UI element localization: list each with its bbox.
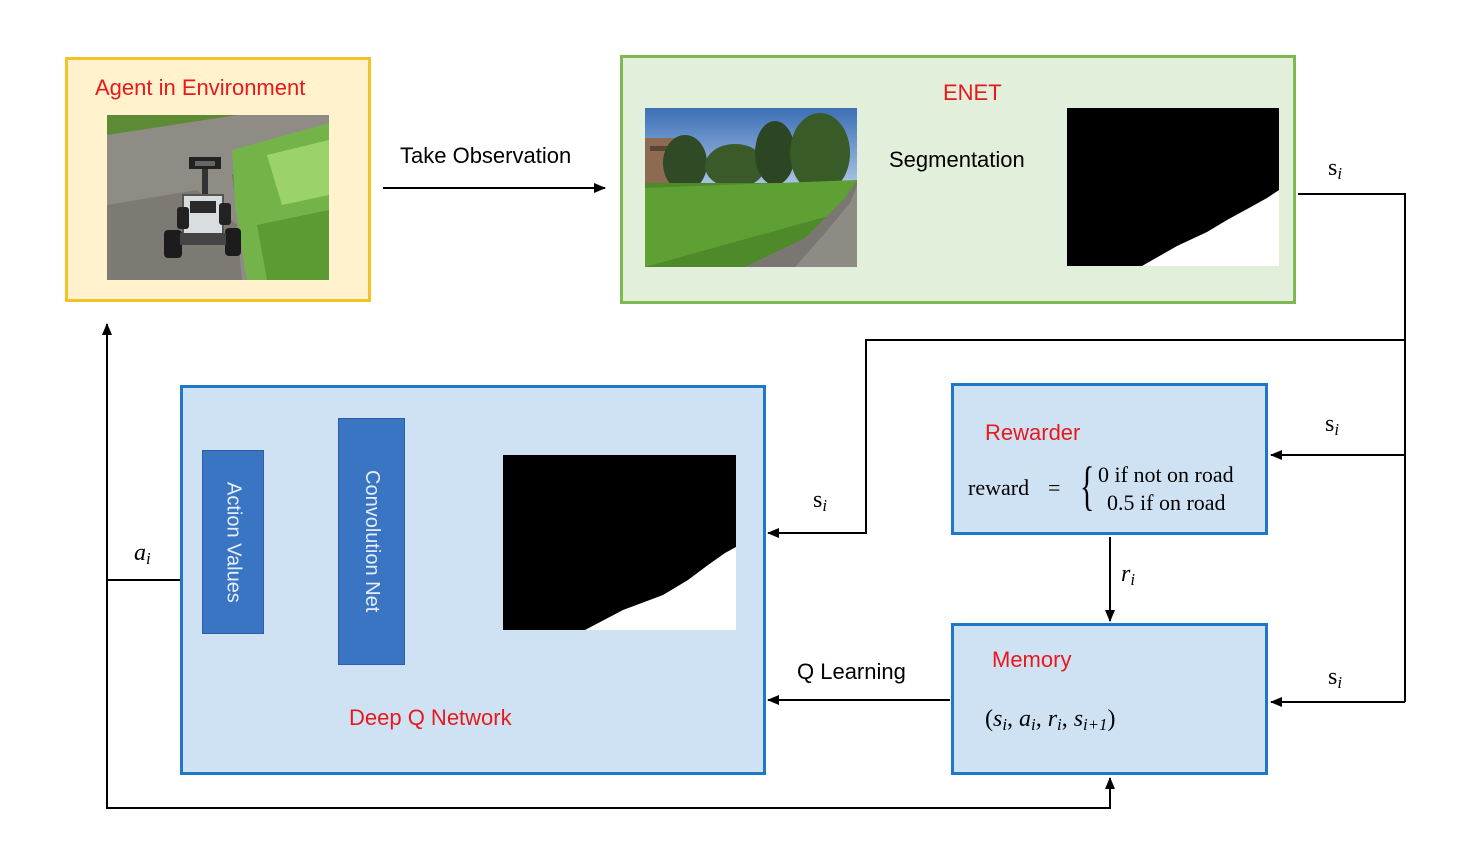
memory-tuple: (si, ai, ri, si+1) (985, 706, 1116, 735)
action-to-memory-line (106, 580, 1115, 809)
campus-road-photo (645, 108, 857, 267)
dqn-input-mask (503, 455, 736, 630)
convolution-net-block: Convolution Net (338, 418, 405, 665)
enet-title: ENET (943, 80, 1002, 105)
rewarder-box (951, 383, 1268, 535)
memory-box (951, 623, 1268, 775)
state-label-dqn: si (813, 487, 828, 516)
action-values-block: Action Values (202, 450, 264, 634)
state-label-enet: si (1328, 155, 1343, 184)
segmentation-mask (1067, 108, 1279, 266)
reward-case-2: 0.5 if on road (1107, 490, 1226, 515)
reward-equals: = (1048, 475, 1061, 500)
state-to-dqn-line (767, 339, 1405, 538)
q-learning-label: Q Learning (797, 659, 906, 684)
action-values-label: Action Values (222, 481, 245, 603)
convolution-net-label: Convolution Net (361, 470, 383, 613)
reward-brace: { (1080, 456, 1095, 516)
segmentation-label: Segmentation (889, 147, 1025, 172)
action-symbol-label: ai (134, 540, 151, 569)
state-bus-line (1298, 193, 1406, 702)
dqn-title: Deep Q Network (349, 705, 512, 730)
memory-title: Memory (992, 647, 1072, 672)
agent-title: Agent in Environment (95, 75, 306, 100)
state-label-memory: si (1328, 664, 1343, 693)
reward-symbol-label: ri (1121, 561, 1136, 590)
take-observation-label: Take Observation (400, 143, 572, 168)
robot-car-photo (107, 115, 329, 280)
reward-case-1: 0 if not on road (1098, 462, 1234, 487)
reward-lhs: reward (968, 475, 1030, 500)
state-label-rewarder: si (1325, 411, 1340, 440)
rewarder-title: Rewarder (985, 420, 1081, 445)
